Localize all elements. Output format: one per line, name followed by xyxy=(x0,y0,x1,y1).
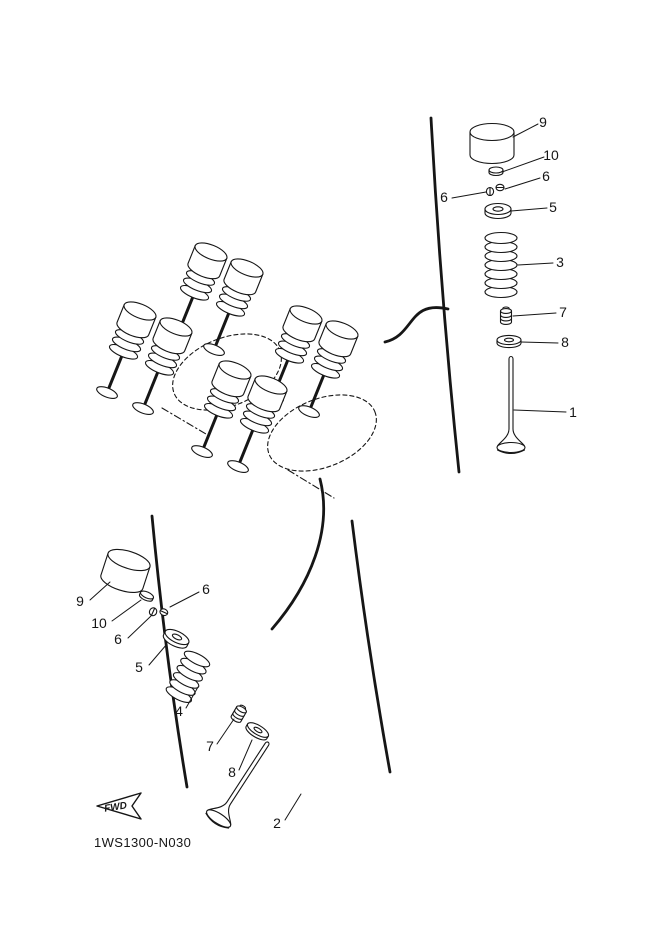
spring-seat-part xyxy=(496,334,522,349)
callout-10-left: 10 xyxy=(91,615,107,631)
callout-3: 3 xyxy=(556,254,564,270)
valve-pad-part xyxy=(137,588,156,604)
part-code: 1WS1300-N030 xyxy=(94,835,191,850)
fwd-label: FWD xyxy=(103,800,127,814)
valve-spring-part xyxy=(484,231,518,299)
callouts-right: 9 10 6 6 5 3 7 8 1 xyxy=(440,114,577,420)
callout-5-left: 5 xyxy=(135,659,143,675)
valve-part xyxy=(203,734,281,832)
valve-part xyxy=(496,355,526,455)
callout-4: 4 xyxy=(175,703,183,719)
callout-5-right: 5 xyxy=(549,199,557,215)
left-panel-divider-line-b xyxy=(350,519,392,774)
valve-assembly xyxy=(183,355,255,464)
leader-lines-left xyxy=(89,581,302,821)
callout-8-left: 8 xyxy=(228,764,236,780)
callout-6-left-a: 6 xyxy=(202,581,210,597)
callout-6-left-b: 6 xyxy=(114,631,122,647)
callout-7-left: 7 xyxy=(206,738,214,754)
connector-curve-right xyxy=(383,306,450,344)
valve-lifter-part xyxy=(469,122,515,165)
valve-pad-part xyxy=(488,166,504,177)
callout-6-right-b: 6 xyxy=(440,189,448,205)
exploded-view-left xyxy=(89,544,302,832)
fwd-arrow-icon xyxy=(96,792,142,820)
spring-seat-part xyxy=(243,719,272,744)
centerline-2 xyxy=(287,469,335,499)
fwd-marker xyxy=(96,792,142,820)
valve-cotter-part xyxy=(147,603,170,622)
valve-train-assembly xyxy=(88,237,377,499)
stem-seal-part xyxy=(499,306,513,325)
callout-9-left: 9 xyxy=(76,593,84,609)
left-panel-divider-line-a xyxy=(150,514,189,789)
valve-lifter-part xyxy=(97,544,154,598)
right-panel-divider-line xyxy=(429,116,461,474)
valve-assembly xyxy=(88,296,160,405)
valve-cotter-part xyxy=(485,183,505,197)
centerline-1 xyxy=(161,407,207,435)
leader-lines-right xyxy=(451,123,567,413)
callout-1: 1 xyxy=(569,404,577,420)
callout-10-right: 10 xyxy=(543,147,559,163)
spring-retainer-part xyxy=(484,202,512,220)
exploded-view-right xyxy=(451,122,567,455)
combustion-chamber-outline-2 xyxy=(267,394,377,472)
callout-8-right: 8 xyxy=(561,334,569,350)
connector-curve-lower xyxy=(270,477,326,631)
callouts-left: 9 10 6 6 5 4 7 8 2 xyxy=(76,581,281,831)
callout-2: 2 xyxy=(273,815,281,831)
callout-9-right: 9 xyxy=(539,114,547,130)
callout-7-right: 7 xyxy=(559,304,567,320)
callout-6-right-a: 6 xyxy=(542,168,550,184)
